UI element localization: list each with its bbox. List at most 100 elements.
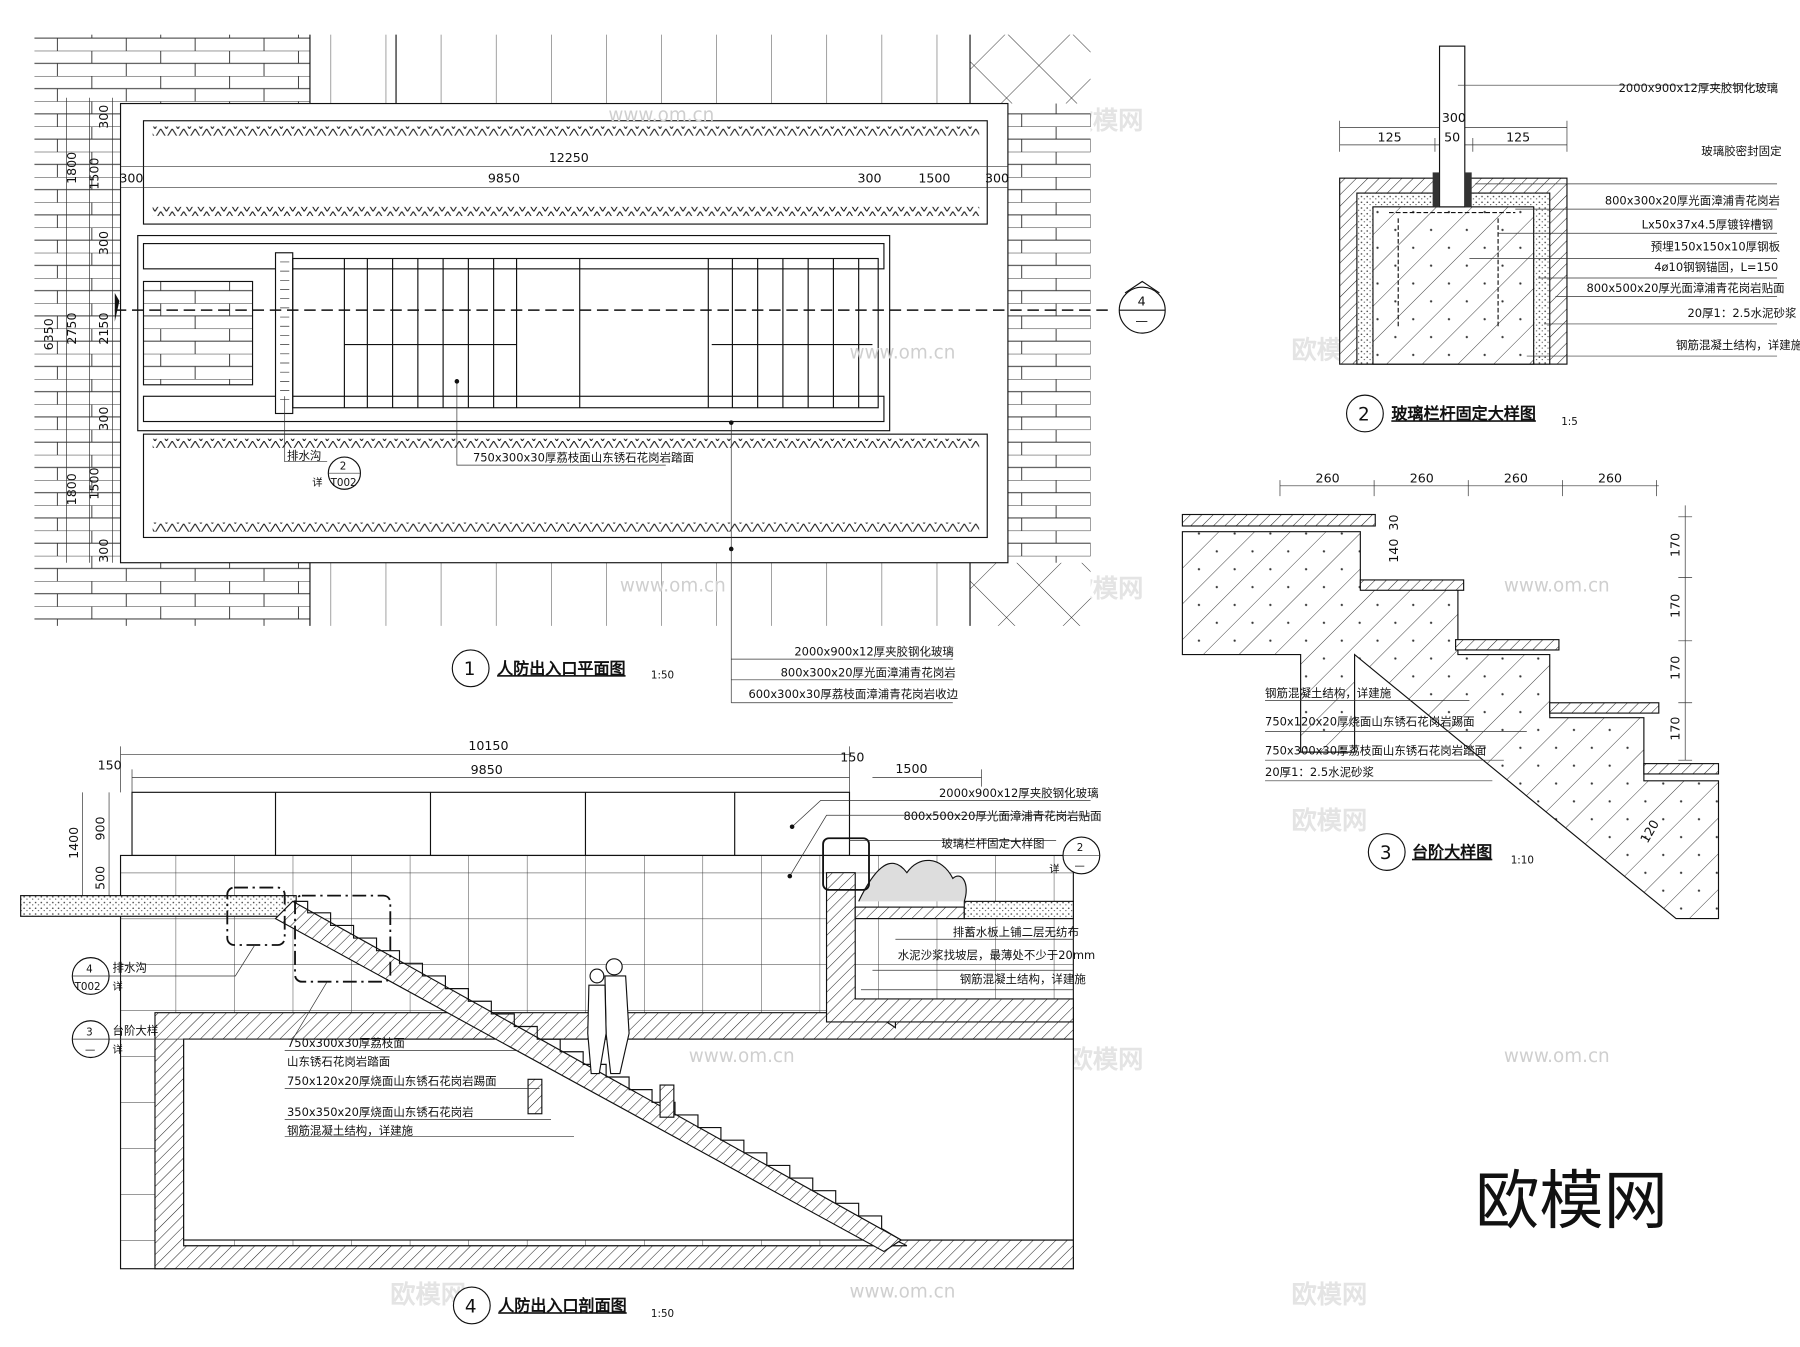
svg-text:详: 详 xyxy=(113,1043,123,1056)
person-figure xyxy=(587,958,630,1075)
plan-title: 1 人防出入口平面图 1:50 xyxy=(451,649,674,688)
drain-section-ref[interactable]: 4 T002 排水沟 详 xyxy=(71,957,147,995)
svg-text:玻璃胶密封固定: 玻璃胶密封固定 xyxy=(1701,144,1782,158)
svg-text:800x500x20厚光面漳浦青花岗岩贴面: 800x500x20厚光面漳浦青花岗岩贴面 xyxy=(903,809,1101,823)
svg-text:www.om.cn: www.om.cn xyxy=(1504,575,1610,596)
svg-text:www.om.cn: www.om.cn xyxy=(620,575,726,596)
step-detail-ref[interactable]: 3 — 台阶大样 详 xyxy=(71,1020,158,1059)
svg-text:12250: 12250 xyxy=(549,150,589,165)
glass-railing-detail-ref[interactable]: 2 — 详 xyxy=(1049,836,1101,876)
svg-text:2: 2 xyxy=(1358,404,1370,425)
svg-text:750x120x20厚烧面山东锈石花岗岩踢面: 750x120x20厚烧面山东锈石花岗岩踢面 xyxy=(287,1074,497,1088)
svg-text:300: 300 xyxy=(985,171,1009,186)
svg-text:2000x900x12厚夹胶钢化玻璃: 2000x900x12厚夹胶钢化玻璃 xyxy=(794,645,954,659)
svg-text:350x350x20厚烧面山东锈石花岗岩: 350x350x20厚烧面山东锈石花岗岩 xyxy=(287,1105,474,1119)
svg-text:260: 260 xyxy=(1598,470,1622,485)
svg-text:排蓄水板上铺二层无纺布: 排蓄水板上铺二层无纺布 xyxy=(953,925,1079,939)
svg-text:20厚1：2.5水泥砂浆: 20厚1：2.5水泥砂浆 xyxy=(1688,306,1797,320)
svg-text:170: 170 xyxy=(1667,717,1682,741)
svg-text:4: 4 xyxy=(465,1296,477,1317)
svg-text:T002: T002 xyxy=(74,981,101,993)
svg-text:900: 900 xyxy=(92,816,107,840)
svg-text:排水沟: 排水沟 xyxy=(113,960,147,974)
svg-text:750x300x30厚荔枝面: 750x300x30厚荔枝面 xyxy=(287,1036,405,1050)
glass-panel xyxy=(1438,45,1466,208)
svg-text:www.om.cn: www.om.cn xyxy=(1504,1046,1610,1067)
svg-text:4: 4 xyxy=(1138,294,1146,309)
svg-text:台阶大样图: 台阶大样图 xyxy=(1412,843,1492,862)
svg-text:山东锈石花岗岩踏面: 山东锈石花岗岩踏面 xyxy=(287,1055,390,1069)
svg-text:玻璃栏杆固定大样图: 玻璃栏杆固定大样图 xyxy=(941,836,1044,850)
svg-text:300: 300 xyxy=(1442,110,1466,125)
svg-text:www.om.cn: www.om.cn xyxy=(849,1281,955,1302)
svg-text:预埋150x150x10厚钢板: 预埋150x150x10厚钢板 xyxy=(1651,239,1781,253)
svg-text:人防出入口剖面图: 人防出入口剖面图 xyxy=(498,1296,626,1315)
svg-text:300: 300 xyxy=(119,171,143,186)
svg-text:170: 170 xyxy=(1667,594,1682,618)
svg-text:1400: 1400 xyxy=(66,827,81,859)
svg-text:—: — xyxy=(1135,313,1148,328)
svg-text:T002: T002 xyxy=(330,477,357,489)
svg-text:www.om.cn: www.om.cn xyxy=(608,105,714,126)
svg-text:800x500x20厚光面漳浦青花岗岩贴面: 800x500x20厚光面漳浦青花岗岩贴面 xyxy=(1586,281,1784,295)
svg-text:20厚1：2.5水泥砂浆: 20厚1：2.5水泥砂浆 xyxy=(1265,765,1374,779)
svg-text:详: 详 xyxy=(113,980,123,993)
svg-text:www.om.cn: www.om.cn xyxy=(689,1046,795,1067)
svg-text:2: 2 xyxy=(340,461,347,473)
plan-paving-label: 750x300x30厚荔枝面山东锈石花岗岩踏面 xyxy=(473,451,694,465)
svg-text:6350: 6350 xyxy=(41,318,56,350)
svg-text:750x300x30厚荔枝面山东锈石花岗岩踏面: 750x300x30厚荔枝面山东锈石花岗岩踏面 xyxy=(1265,743,1486,757)
svg-text:1:50: 1:50 xyxy=(651,670,674,682)
svg-text:1500: 1500 xyxy=(918,171,950,186)
svg-text:170: 170 xyxy=(1667,533,1682,557)
planter-shrubs xyxy=(858,859,967,902)
svg-text:260: 260 xyxy=(1504,470,1528,485)
svg-text:2: 2 xyxy=(1077,842,1084,854)
drain-detail-ref[interactable]: 2 T002 详 xyxy=(312,456,362,490)
svg-text:50: 50 xyxy=(1444,129,1460,144)
svg-text:300: 300 xyxy=(96,105,111,129)
svg-text:125: 125 xyxy=(1506,129,1530,144)
url-watermarks: www.om.cn www.om.cn www.om.cn www.om.cn … xyxy=(608,105,1609,1303)
svg-text:300: 300 xyxy=(858,171,882,186)
svg-text:9850: 9850 xyxy=(488,171,520,186)
svg-text:www.om.cn: www.om.cn xyxy=(849,342,955,363)
section-marker-4[interactable]: 4 — xyxy=(1118,280,1166,334)
svg-text:1800: 1800 xyxy=(64,473,79,505)
svg-text:1: 1 xyxy=(464,659,476,680)
watermark-logo: 欧模网 xyxy=(1475,1164,1668,1239)
svg-text:详: 详 xyxy=(1049,863,1059,876)
svg-text:800x300x20厚光面漳浦青花岗岩: 800x300x20厚光面漳浦青花岗岩 xyxy=(1605,194,1780,208)
svg-text:1500: 1500 xyxy=(87,158,102,190)
svg-text:—: — xyxy=(85,1044,95,1056)
svg-text:钢筋混凝土结构，详建施: 钢筋混凝土结构，详建施 xyxy=(287,1123,414,1137)
svg-text:600x300x30厚荔枝面漳浦青花岗岩收边: 600x300x30厚荔枝面漳浦青花岗岩收边 xyxy=(748,687,958,701)
svg-text:3: 3 xyxy=(1380,843,1392,864)
svg-text:2150: 2150 xyxy=(96,313,111,345)
svg-text:3: 3 xyxy=(86,1027,93,1039)
section-view: 10150 9850 150 150 1500 1400 900 500 200… xyxy=(20,738,1102,1325)
svg-text:欧模网: 欧模网 xyxy=(1068,1045,1144,1074)
svg-text:人防出入口平面图: 人防出入口平面图 xyxy=(497,659,625,678)
svg-text:1800: 1800 xyxy=(64,152,79,184)
svg-text:30: 30 xyxy=(1386,515,1401,531)
svg-text:140: 140 xyxy=(1386,539,1401,563)
svg-text:水泥沙浆找坡层，最薄处不少于20mm: 水泥沙浆找坡层，最薄处不少于20mm xyxy=(898,948,1096,962)
svg-text:钢筋混凝土结构，详建施: 钢筋混凝土结构，详建施 xyxy=(1676,338,1800,352)
svg-text:Lx50x37x4.5厚镀锌槽钢: Lx50x37x4.5厚镀锌槽钢 xyxy=(1642,218,1774,232)
svg-text:9850: 9850 xyxy=(471,762,503,777)
svg-text:玻璃栏杆固定大样图: 玻璃栏杆固定大样图 xyxy=(1391,404,1536,423)
drain-label: 排水沟 xyxy=(287,448,321,462)
svg-text:详: 详 xyxy=(312,476,322,489)
svg-text:150: 150 xyxy=(840,749,864,764)
svg-text:125: 125 xyxy=(1378,129,1402,144)
svg-text:2750: 2750 xyxy=(64,313,79,345)
svg-text:300: 300 xyxy=(96,539,111,563)
diagonal-paving xyxy=(970,34,1091,104)
svg-text:2000x900x12厚夹胶钢化玻璃: 2000x900x12厚夹胶钢化玻璃 xyxy=(939,786,1099,800)
plan-dimensions: 12250 9850 300 300 1500 300 300 1800 150… xyxy=(41,97,1009,563)
detail-step: 260 260 260 260 170 170 170 170 30 140 1… xyxy=(1181,470,1720,920)
svg-text:150: 150 xyxy=(98,757,122,772)
svg-text:钢筋混凝土结构，详建施: 钢筋混凝土结构，详建施 xyxy=(1265,686,1392,700)
